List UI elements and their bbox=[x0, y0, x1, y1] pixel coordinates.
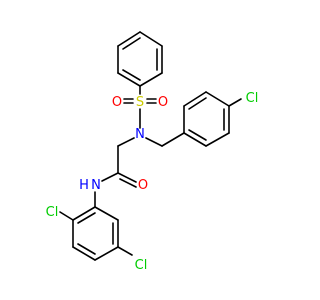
bond bbox=[117, 246, 133, 256]
sulfur-atom: S bbox=[136, 95, 144, 110]
bond bbox=[145, 137, 163, 147]
bond bbox=[122, 37, 141, 50]
bond bbox=[72, 246, 96, 261]
bond bbox=[139, 31, 163, 47]
atom-labels: S O O N O H N Cl Cl Cl bbox=[46, 91, 259, 273]
bond bbox=[117, 72, 141, 87]
bond bbox=[205, 91, 230, 107]
bond bbox=[188, 129, 207, 141]
nitrogen-atom-amide: N bbox=[91, 178, 101, 193]
bond bbox=[228, 98, 242, 107]
bond bbox=[183, 91, 207, 107]
chlorine-atom-ortho: Cl bbox=[46, 205, 59, 220]
chlorine-atom-para: Cl bbox=[246, 91, 259, 106]
bonds bbox=[59, 31, 242, 261]
bond bbox=[117, 31, 141, 47]
bond bbox=[122, 69, 141, 81]
bond bbox=[188, 97, 207, 110]
oxygen-atom-carbonyl: O bbox=[138, 178, 148, 193]
bond bbox=[117, 172, 137, 183]
bond bbox=[161, 132, 185, 147]
bond bbox=[205, 132, 230, 147]
bond bbox=[72, 206, 96, 221]
bond bbox=[77, 212, 96, 224]
nitrogen-atom-sulfonamide: N bbox=[135, 127, 145, 142]
bond bbox=[119, 178, 137, 188]
bond bbox=[139, 72, 163, 87]
bond bbox=[59, 211, 74, 221]
bond bbox=[77, 243, 96, 255]
molecule-structure: S O O N O H N Cl Cl Cl bbox=[46, 31, 259, 273]
oxygen-atom-left: O bbox=[112, 95, 122, 110]
bond bbox=[117, 137, 135, 147]
bond bbox=[183, 132, 207, 147]
bond bbox=[94, 246, 119, 261]
oxygen-atom-right: O bbox=[158, 95, 168, 110]
bond bbox=[94, 206, 119, 221]
chlorine-atom-meta: Cl bbox=[135, 258, 148, 273]
hydrogen-atom-amide: H bbox=[79, 178, 89, 193]
bond bbox=[101, 172, 119, 182]
